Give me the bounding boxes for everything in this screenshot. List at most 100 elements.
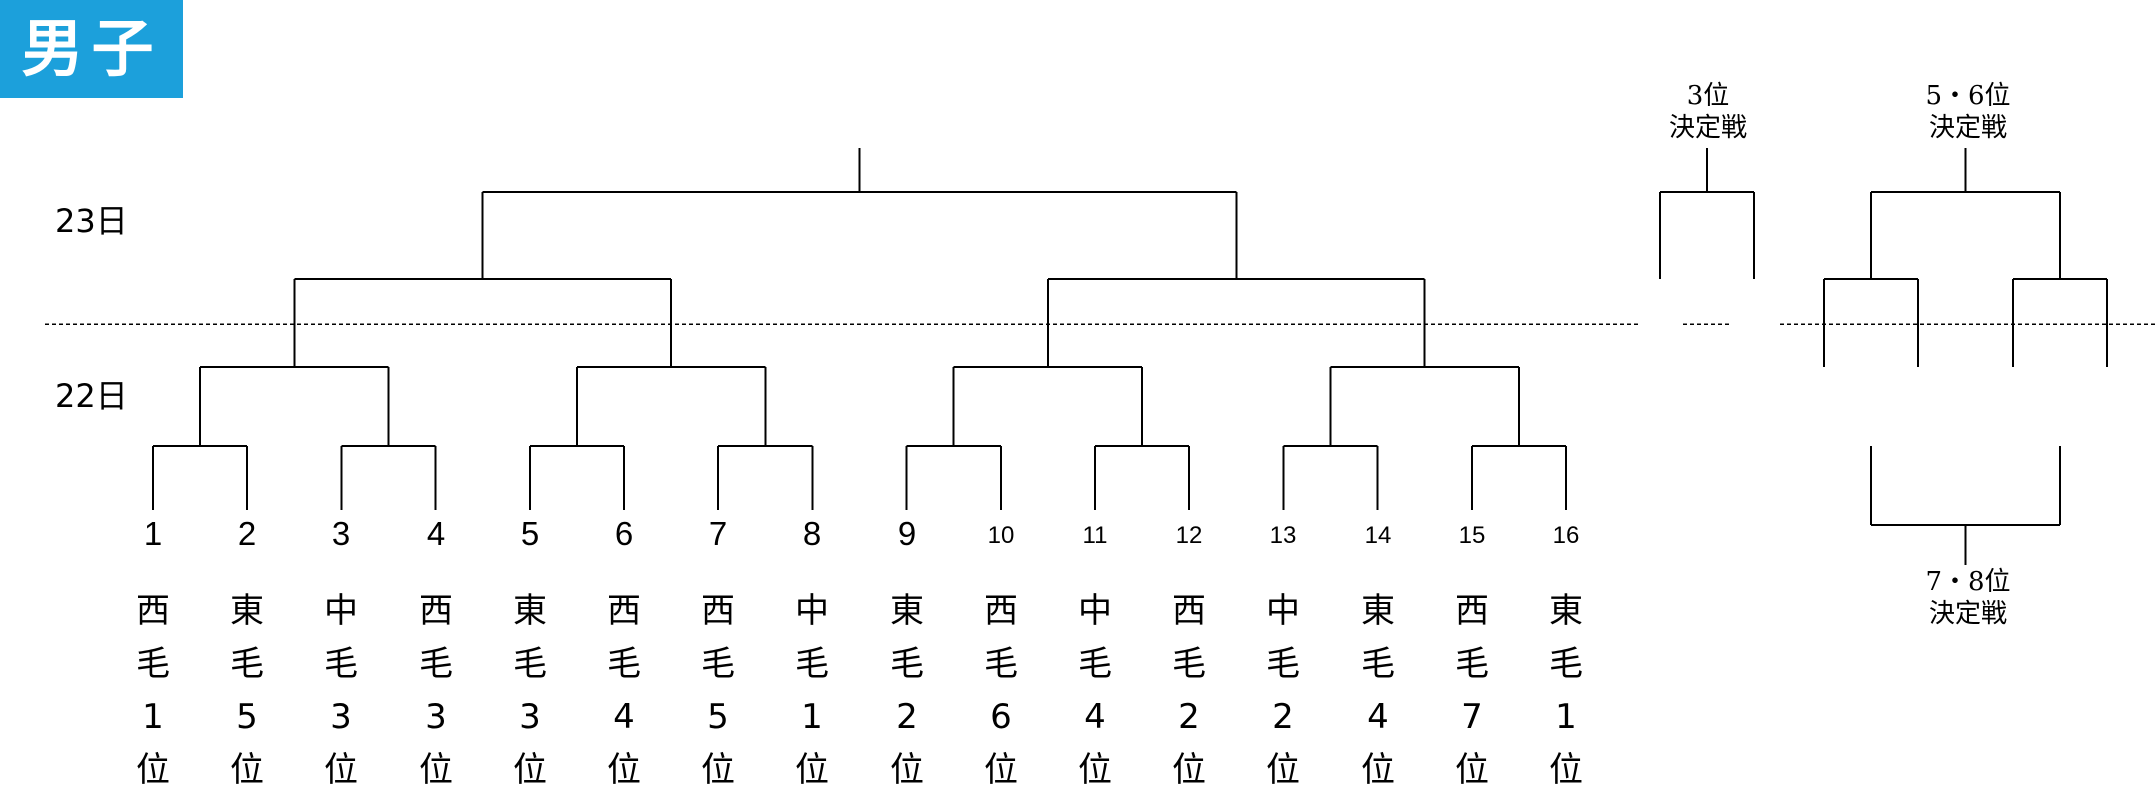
team-char: 毛 [1361, 644, 1395, 684]
team-char: 7 [1461, 697, 1483, 737]
team-char: 位 [230, 750, 264, 790]
team-entry: 西毛 5 位 [688, 585, 748, 797]
team-char: 4 [1367, 697, 1389, 737]
team-char: 1 [142, 697, 164, 737]
team-char: 西 [419, 591, 453, 631]
category-title: 男子 [0, 0, 183, 98]
team-char: 東 [1361, 591, 1395, 631]
team-char: 東 [230, 591, 264, 631]
team-char: 毛 [419, 644, 453, 684]
seed-number: 8 [802, 515, 822, 552]
day-label-23: 23日 [55, 202, 128, 240]
team-char: 毛 [1266, 644, 1300, 684]
team-char: 中 [1266, 591, 1300, 631]
team-char: 毛 [701, 644, 735, 684]
team-char: 毛 [795, 644, 829, 684]
team-char: 毛 [1078, 644, 1112, 684]
seed-number: 7 [708, 515, 728, 552]
team-char: 2 [896, 697, 918, 737]
team-char: 西 [701, 591, 735, 631]
team-char: 5 [707, 697, 729, 737]
team-entry: 東毛 2 位 [877, 585, 937, 797]
seed-number: 10 [987, 522, 1015, 549]
seed-number: 16 [1552, 522, 1580, 549]
seed-number: 5 [520, 515, 540, 552]
team-char: 2 [1178, 697, 1200, 737]
team-entry: 西毛 3 位 [406, 585, 466, 797]
team-char: 位 [1455, 750, 1489, 790]
team-char: 1 [1555, 697, 1577, 737]
team-entry: 西毛 1 位 [123, 585, 183, 797]
team-char: 位 [1078, 750, 1112, 790]
team-char: 位 [136, 750, 170, 790]
team-char: 位 [1266, 750, 1300, 790]
team-char: 3 [425, 697, 447, 737]
team-char: 位 [607, 750, 641, 790]
third-place-label: 3位 決定戦 [1608, 80, 1808, 144]
fifth-sixth-title: 5・6位 [1925, 81, 2011, 111]
day-label-22: 22日 [55, 377, 128, 415]
team-entry: 東毛 4 位 [1348, 585, 1408, 797]
seed-number: 4 [426, 515, 446, 552]
team-char: 毛 [984, 644, 1018, 684]
team-char: 毛 [890, 644, 924, 684]
team-char: 中 [1078, 591, 1112, 631]
team-char: 西 [1172, 591, 1206, 631]
team-char: 3 [330, 697, 352, 737]
seed-number: 9 [897, 515, 917, 552]
team-char: 中 [324, 591, 358, 631]
team-char: 毛 [1172, 644, 1206, 684]
team-char: 2 [1272, 697, 1294, 737]
team-char: 西 [984, 591, 1018, 631]
team-char: 毛 [324, 644, 358, 684]
seed-number: 11 [1082, 522, 1108, 549]
team-char: 中 [795, 591, 829, 631]
team-char: 位 [1172, 750, 1206, 790]
team-char: 東 [1549, 591, 1583, 631]
team-entry: 西毛 2 位 [1159, 585, 1219, 797]
seed-number: 2 [237, 515, 257, 552]
team-char: 西 [607, 591, 641, 631]
seventh-eighth-label: 7・8位 決定戦 [1868, 566, 2068, 630]
seed-number: 12 [1175, 522, 1203, 549]
team-entry: 中毛 2 位 [1253, 585, 1313, 797]
team-entry: 東毛 3 位 [500, 585, 560, 797]
seed-number: 15 [1458, 522, 1486, 549]
team-char: 位 [513, 750, 547, 790]
fifth-sixth-subtitle: 決定戦 [1928, 113, 2007, 143]
fifth-sixth-label: 5・6位 決定戦 [1868, 80, 2068, 144]
team-char: 3 [519, 697, 541, 737]
seed-number: 14 [1364, 522, 1392, 549]
team-char: 毛 [513, 644, 547, 684]
team-char: 位 [1549, 750, 1583, 790]
team-char: 東 [513, 591, 547, 631]
third-place-title: 3位 [1686, 81, 1730, 111]
team-char: 毛 [607, 644, 641, 684]
team-char: 東 [890, 591, 924, 631]
team-char: 毛 [1455, 644, 1489, 684]
team-char: 5 [236, 697, 258, 737]
team-entry: 東毛 1 位 [1536, 585, 1596, 797]
seed-number: 3 [331, 515, 351, 552]
third-place-subtitle: 決定戦 [1668, 113, 1747, 143]
team-char: 位 [984, 750, 1018, 790]
seed-number: 6 [614, 515, 634, 552]
team-char: 毛 [230, 644, 264, 684]
team-char: 毛 [136, 644, 170, 684]
team-char: 位 [1361, 750, 1395, 790]
seventh-eighth-subtitle: 決定戦 [1928, 599, 2007, 629]
team-char: 位 [890, 750, 924, 790]
team-char: 西 [136, 591, 170, 631]
team-char: 毛 [1549, 644, 1583, 684]
team-char: 4 [1084, 697, 1106, 737]
team-char: 位 [701, 750, 735, 790]
team-char: 位 [419, 750, 453, 790]
seed-number: 1 [143, 515, 163, 552]
team-entry: 東毛 5 位 [217, 585, 277, 797]
